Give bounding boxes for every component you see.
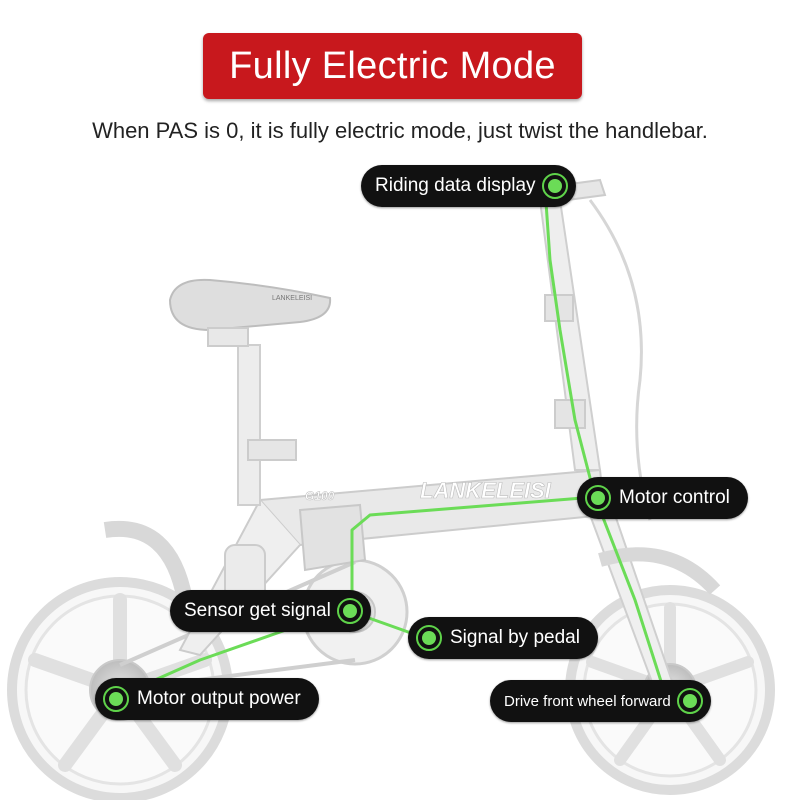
callout-label: Riding data display xyxy=(375,175,536,196)
signal-dot-icon xyxy=(416,625,442,651)
signal-dot-icon xyxy=(541,173,568,199)
callout-label: Sensor get signal xyxy=(184,600,331,621)
callout-label: Signal by pedal xyxy=(450,627,580,648)
seat-logo: LANKELEISI xyxy=(272,295,312,302)
page-title: Fully Electric Mode xyxy=(229,44,556,87)
signal-dot-icon xyxy=(585,485,611,511)
callout-label: Motor control xyxy=(619,487,730,508)
callout-drive-front-wheel-forward: Drive front wheel forward xyxy=(490,680,711,722)
subtitle: When PAS is 0, it is fully electric mode… xyxy=(92,118,708,143)
frame-logo: LANKELEISI xyxy=(420,478,552,503)
callout-label: Drive front wheel forward xyxy=(504,692,671,710)
callout-motor-control: Motor control xyxy=(577,477,748,519)
title-banner: Fully Electric Mode xyxy=(203,33,582,99)
signal-dot-icon xyxy=(336,598,363,624)
callout-label: Motor output power xyxy=(137,688,301,709)
callout-riding-data-display: Riding data display xyxy=(361,165,576,207)
signal-dot-icon xyxy=(103,686,129,712)
callout-sensor-get-signal: Sensor get signal xyxy=(170,590,371,632)
callout-signal-by-pedal: Signal by pedal xyxy=(408,617,598,659)
frame-model: G100 xyxy=(305,489,335,503)
callout-motor-output-power: Motor output power xyxy=(95,678,319,720)
signal-dot-icon xyxy=(676,688,703,714)
